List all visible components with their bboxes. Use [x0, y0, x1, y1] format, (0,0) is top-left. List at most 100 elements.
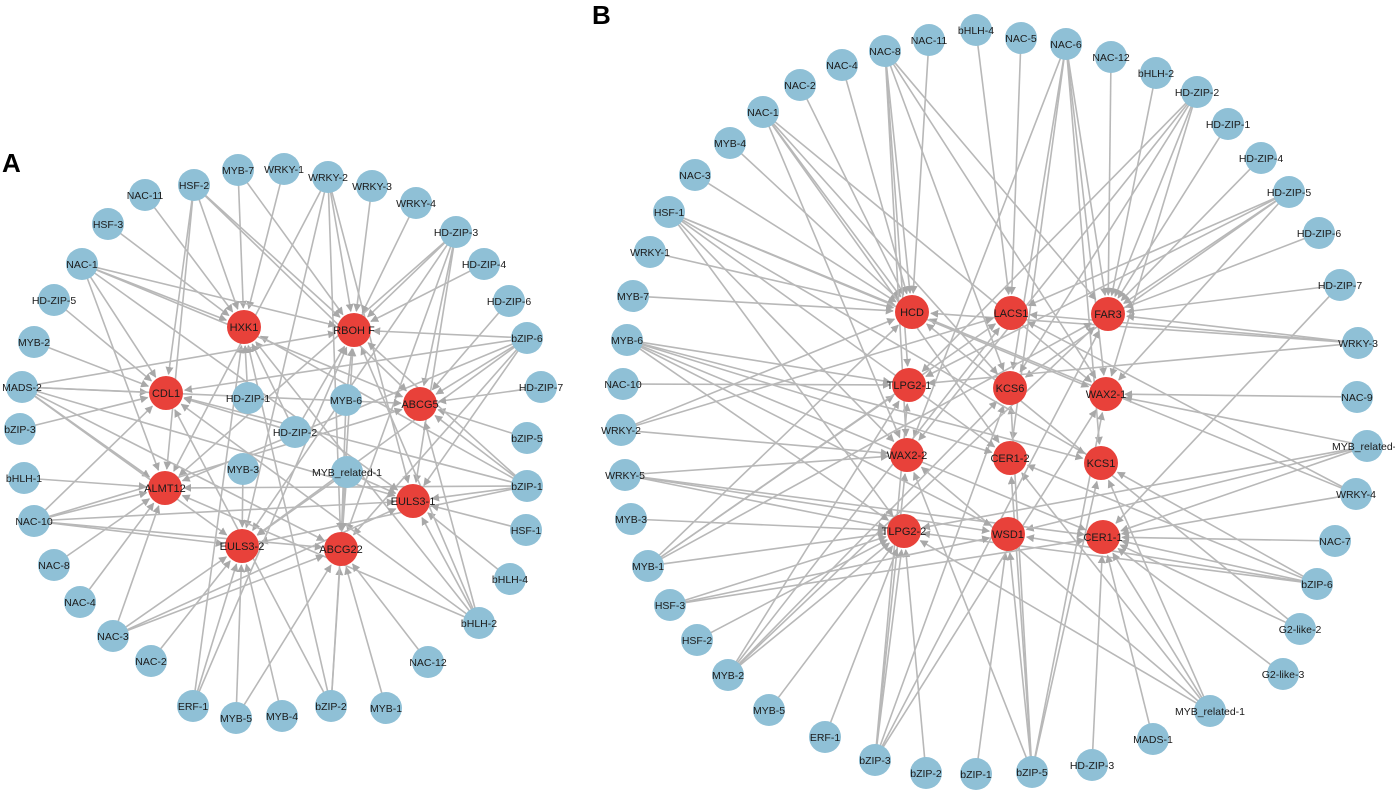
node-nac-5[interactable]: NAC-5	[1005, 22, 1037, 54]
node-tlpg2-1[interactable]: TLPG2-1	[887, 368, 932, 402]
node-bzip-6[interactable]: bZIP-6	[511, 322, 543, 354]
node-nac-2[interactable]: NAC-2	[784, 69, 816, 101]
node-wax2-1[interactable]: WAX2-1	[1086, 377, 1127, 411]
node-myb-6[interactable]: MYB-6	[611, 324, 643, 356]
node-nac-11[interactable]: NAC-11	[911, 24, 948, 56]
node-nac-4[interactable]: NAC-4	[64, 586, 96, 618]
node-myb-3[interactable]: MYB-3	[615, 503, 647, 535]
node-myb-related-2[interactable]: MYB_related-2	[1332, 430, 1395, 462]
node-myb-4[interactable]: MYB-4	[266, 700, 298, 732]
node-myb-5[interactable]: MYB-5	[220, 702, 252, 734]
node-nac-12[interactable]: NAC-12	[1092, 41, 1130, 73]
node-lacs1[interactable]: LACS1	[994, 296, 1029, 330]
node-wrky-4[interactable]: WRKY-4	[396, 187, 436, 219]
node-nac-10[interactable]: NAC-10	[604, 368, 642, 400]
node-tlpg2-2[interactable]: TLPG2-2	[882, 514, 927, 548]
node-hd-zip-1[interactable]: HD-ZIP-1	[226, 382, 270, 414]
node-nac-3[interactable]: NAC-3	[679, 159, 711, 191]
node-hd-zip-7[interactable]: HD-ZIP-7	[519, 371, 563, 403]
node-hsf-2[interactable]: HSF-2	[178, 169, 210, 201]
node-myb-1[interactable]: MYB-1	[370, 692, 402, 724]
node-bzip-3[interactable]: bZIP-3	[859, 744, 891, 776]
node-nac-8[interactable]: NAC-8	[869, 35, 901, 67]
node-hd-zip-1[interactable]: HD-ZIP-1	[1206, 108, 1250, 140]
node-hd-zip-6[interactable]: HD-ZIP-6	[1297, 217, 1341, 249]
node-mads-2[interactable]: MADS-2	[2, 371, 42, 403]
node-abcg22[interactable]: ABCG22	[319, 532, 363, 566]
node-nac-3[interactable]: NAC-3	[97, 620, 129, 652]
node-bhlh-4[interactable]: bHLH-4	[958, 14, 994, 46]
node-bzip-3[interactable]: bZIP-3	[4, 413, 36, 445]
node-far3[interactable]: FAR3	[1091, 297, 1125, 331]
node-hd-zip-2[interactable]: HD-ZIP-2	[1175, 76, 1219, 108]
node-euls3-2[interactable]: EULS3-2	[220, 529, 265, 563]
node-myb-6[interactable]: MYB-6	[330, 384, 362, 416]
node-bzip-1[interactable]: bZIP-1	[960, 758, 992, 790]
node-cdl1[interactable]: CDL1	[149, 376, 183, 410]
node-nac-2[interactable]: NAC-2	[135, 645, 167, 677]
node-bhlh-1[interactable]: bHLH-1	[6, 462, 42, 494]
node-nac-9[interactable]: NAC-9	[1341, 381, 1373, 413]
node-bzip-2[interactable]: bZIP-2	[315, 690, 347, 722]
node-kcs6[interactable]: KCS6	[993, 371, 1027, 405]
node-myb-7[interactable]: MYB-7	[222, 154, 254, 186]
node-g2-like-3[interactable]: G2-like-3	[1262, 658, 1305, 690]
node-bhlh-2[interactable]: bHLH-2	[1138, 57, 1174, 89]
node-bzip-5[interactable]: bZIP-5	[511, 422, 543, 454]
node-wsd1[interactable]: WSD1	[991, 517, 1025, 551]
node-hd-zip-3[interactable]: HD-ZIP-3	[1070, 749, 1114, 781]
node-hsf-3[interactable]: HSF-3	[92, 208, 124, 240]
node-nac-12[interactable]: NAC-12	[409, 646, 447, 678]
node-bzip-1[interactable]: bZIP-1	[511, 470, 543, 502]
node-wrky-1[interactable]: WRKY-1	[630, 236, 670, 268]
node-nac-7[interactable]: NAC-7	[1319, 525, 1351, 557]
node-hd-zip-4[interactable]: HD-ZIP-4	[1239, 142, 1283, 174]
node-nac-4[interactable]: NAC-4	[826, 49, 858, 81]
node-bzip-6[interactable]: bZIP-6	[1301, 568, 1333, 600]
node-hsf-1[interactable]: HSF-1	[653, 196, 685, 228]
node-bzip-2[interactable]: bZIP-2	[910, 757, 942, 789]
node-myb-2[interactable]: MYB-2	[18, 326, 50, 358]
node-bhlh-2[interactable]: bHLH-2	[461, 607, 497, 639]
node-bzip-5[interactable]: bZIP-5	[1016, 756, 1048, 788]
node-wrky-1[interactable]: WRKY-1	[264, 153, 304, 185]
node-nac-1[interactable]: NAC-1	[66, 248, 98, 280]
node-erf-1[interactable]: ERF-1	[177, 690, 209, 722]
node-wrky-4[interactable]: WRKY-4	[1336, 478, 1376, 510]
node-hsf-3[interactable]: HSF-3	[654, 589, 686, 621]
node-myb-1[interactable]: MYB-1	[632, 550, 664, 582]
node-abcg5[interactable]: ABCG5	[401, 387, 439, 421]
node-hd-zip-7[interactable]: HD-ZIP-7	[1318, 269, 1362, 301]
node-nac-10[interactable]: NAC-10	[15, 505, 53, 537]
node-hsf-2[interactable]: HSF-2	[681, 624, 713, 656]
node-myb-7[interactable]: MYB-7	[617, 280, 649, 312]
node-wrky-2[interactable]: WRKY-2	[308, 161, 348, 193]
node-nac-1[interactable]: NAC-1	[747, 96, 779, 128]
node-kcs1[interactable]: KCS1	[1084, 446, 1118, 480]
node-myb-5[interactable]: MYB-5	[753, 694, 785, 726]
node-wrky-2[interactable]: WRKY-2	[601, 414, 641, 446]
node-hd-zip-3[interactable]: HD-ZIP-3	[434, 216, 478, 248]
node-nac-11[interactable]: NAC-11	[127, 179, 164, 211]
node-myb-2[interactable]: MYB-2	[712, 659, 744, 691]
node-myb-related-1[interactable]: MYB_related-1	[1175, 695, 1245, 727]
node-wax2-2[interactable]: WAX2-2	[887, 438, 928, 472]
node-wrky-5[interactable]: WRKY-5	[605, 459, 645, 491]
node-hcd[interactable]: HCD	[895, 295, 929, 329]
node-rboh-f[interactable]: RBOH F	[333, 313, 375, 347]
node-hd-zip-6[interactable]: HD-ZIP-6	[487, 285, 531, 317]
node-erf-1[interactable]: ERF-1	[809, 721, 841, 753]
node-hd-zip-5[interactable]: HD-ZIP-5	[1267, 176, 1311, 208]
node-hxk1[interactable]: HXK1	[227, 310, 261, 344]
node-mads-1[interactable]: MADS-1	[1133, 723, 1173, 755]
node-bhlh-4[interactable]: bHLH-4	[492, 563, 528, 595]
node-myb-3[interactable]: MYB-3	[227, 453, 259, 485]
node-nac-8[interactable]: NAC-8	[38, 549, 70, 581]
node-myb-4[interactable]: MYB-4	[714, 127, 746, 159]
node-cer1-2[interactable]: CER1-2	[990, 441, 1030, 475]
node-hsf-1[interactable]: HSF-1	[510, 514, 542, 546]
node-hd-zip-5[interactable]: HD-ZIP-5	[32, 284, 76, 316]
node-euls3-1[interactable]: EULS3-1	[391, 484, 436, 518]
node-myb-related-1[interactable]: MYB_related-1	[312, 456, 382, 488]
node-almt12[interactable]: ALMT12	[144, 471, 186, 505]
